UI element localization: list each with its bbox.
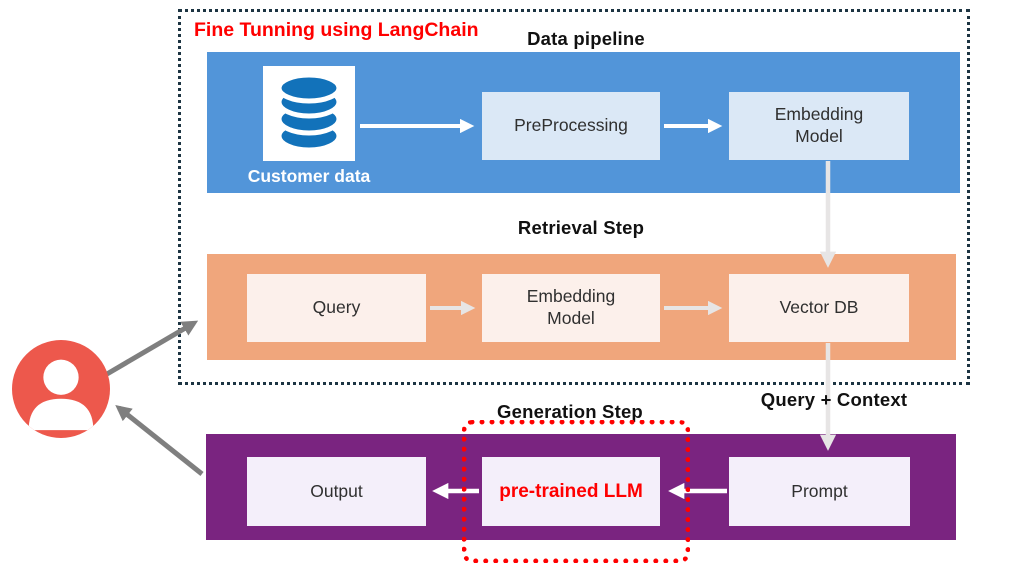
query-context-label: Query + Context (760, 389, 908, 410)
node-pretrained-llm-label: pre-trained LLM (499, 480, 643, 502)
node-output: Output (247, 457, 426, 526)
node-prompt: Prompt (729, 457, 910, 526)
user-icon (28, 359, 94, 431)
node-preprocessing-label: PreProcessing (514, 115, 628, 136)
node-embedding-model-pipeline-label: Embedding Model (774, 104, 864, 146)
node-query-label: Query (312, 297, 361, 318)
fine-tuning-annotation: Fine Tunning using LangChain (194, 19, 479, 41)
database-icon (276, 72, 342, 152)
user-avatar (12, 340, 110, 438)
generation-step-title: Generation Step (497, 401, 643, 422)
customer-database-tile (263, 66, 355, 161)
llm-highlight-dotted-frame (462, 420, 690, 563)
node-embedding-model-retrieval-label: Embedding Model (526, 286, 616, 328)
fine-tuning-dotted-frame (178, 9, 970, 385)
node-preprocessing: PreProcessing (482, 92, 660, 160)
retrieval-step-title: Retrieval Step (517, 217, 645, 238)
customer-data-label: Customer data (247, 166, 371, 186)
node-pretrained-llm: pre-trained LLM (482, 457, 660, 526)
node-output-label: Output (310, 480, 363, 501)
node-prompt-label: Prompt (791, 480, 848, 501)
node-vector-db: Vector DB (729, 274, 909, 342)
arrow-output-to-user (115, 405, 204, 476)
node-query: Query (247, 274, 426, 342)
node-embedding-model-retrieval: Embedding Model (482, 274, 660, 342)
node-vector-db-label: Vector DB (779, 297, 859, 318)
data-pipeline-title: Data pipeline (527, 28, 645, 49)
node-embedding-model-pipeline: Embedding Model (729, 92, 909, 160)
